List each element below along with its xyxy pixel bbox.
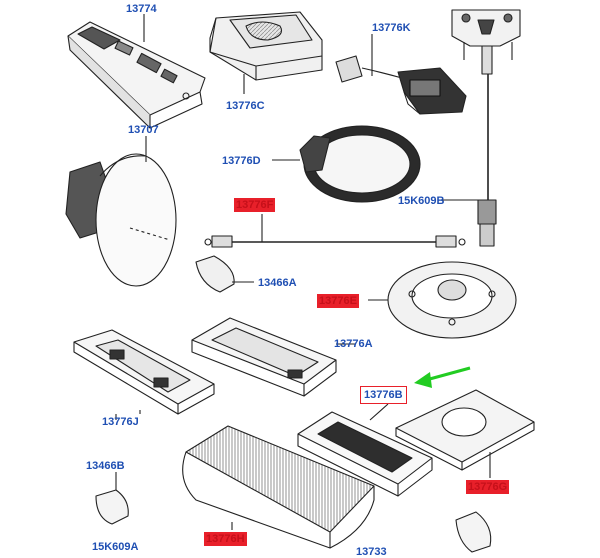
part-13776k[interactable] xyxy=(335,55,467,115)
part-13774[interactable] xyxy=(67,21,206,129)
label-13733[interactable]: 13733 xyxy=(356,546,387,558)
label-13776k[interactable]: 13776K xyxy=(372,22,411,34)
label-13776a[interactable]: 13776A xyxy=(334,338,373,350)
part-13466b[interactable] xyxy=(95,472,129,525)
label-13776d[interactable]: 13776D xyxy=(222,155,261,167)
label-13774[interactable]: 13774 xyxy=(126,3,157,15)
part-13776f[interactable] xyxy=(204,214,466,248)
part-13776b[interactable] xyxy=(297,403,433,497)
part-15k609b[interactable] xyxy=(451,9,521,247)
label-13776g[interactable]: 13776G xyxy=(466,480,510,494)
part-13707[interactable] xyxy=(65,153,254,293)
part-13776h[interactable] xyxy=(182,425,375,549)
label-15k609b[interactable]: 15K609B xyxy=(398,195,445,207)
label-13776e[interactable]: 13776E xyxy=(317,294,359,308)
label-13707[interactable]: 13707 xyxy=(128,124,159,136)
part-13733[interactable] xyxy=(455,511,492,553)
part-13776e[interactable] xyxy=(368,261,517,339)
label-13776f[interactable]: 13776F xyxy=(234,198,276,212)
part-13776j[interactable] xyxy=(73,329,215,415)
part-13776d[interactable] xyxy=(272,125,421,203)
label-15k609a[interactable]: 15K609A xyxy=(92,541,139,553)
part-13776c[interactable] xyxy=(209,11,323,81)
label-13776j[interactable]: 13776J xyxy=(102,416,139,428)
label-13466b[interactable]: 13466B xyxy=(86,460,125,472)
label-13776c[interactable]: 13776C xyxy=(226,100,265,112)
label-13466a[interactable]: 13466A xyxy=(258,277,297,289)
part-13776g[interactable] xyxy=(395,389,535,478)
label-13776b[interactable]: 13776B xyxy=(360,386,407,404)
label-13776h[interactable]: 13776H xyxy=(204,532,247,546)
part-13776a[interactable] xyxy=(191,317,356,397)
green-arrow-icon xyxy=(414,366,471,388)
